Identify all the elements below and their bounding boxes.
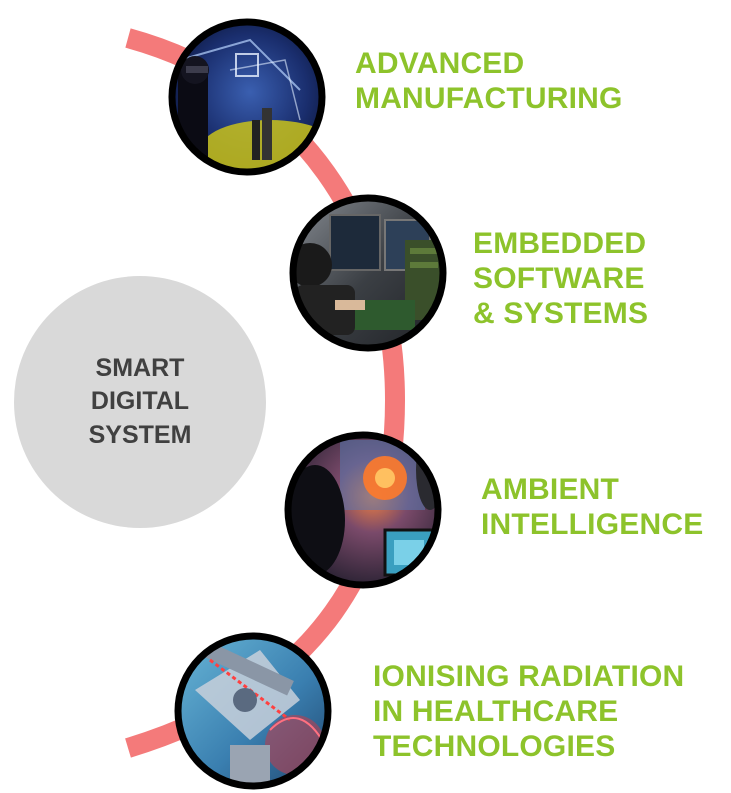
center-line: SMART xyxy=(95,354,185,383)
label-line: IN HEALTHCARE xyxy=(373,695,619,729)
label-line: IONISING RADIATION xyxy=(373,660,685,693)
label-ionising-radiation: IONISING RADIATION IN HEALTHCARE TECHNOL… xyxy=(373,659,684,764)
label-line: INTELLIGENCE xyxy=(481,508,704,542)
electronics-workbench-image xyxy=(289,194,447,352)
center-line: SYSTEM xyxy=(88,420,192,449)
label-line: & SYSTEMS xyxy=(473,297,649,331)
label-line: TECHNOLOGIES xyxy=(373,730,616,764)
label-line: AMBIENT xyxy=(481,473,620,506)
center-line: DIGITAL xyxy=(90,387,190,416)
label-line: ADVANCED xyxy=(355,47,525,80)
label-line: EMBEDDED xyxy=(473,227,647,260)
center-concept-circle: SMART DIGITAL SYSTEM xyxy=(14,276,266,528)
label-ambient-intelligence: AMBIENT INTELLIGENCE xyxy=(481,472,703,542)
center-concept-title: SMART DIGITAL SYSTEM xyxy=(89,352,192,452)
label-line: SOFTWARE xyxy=(473,262,645,296)
label-embedded-software: EMBEDDED SOFTWARE & SYSTEMS xyxy=(473,226,648,331)
label-advanced-manufacturing: ADVANCED MANUFACTURING xyxy=(355,46,623,116)
label-line: MANUFACTURING xyxy=(355,82,623,116)
medical-robot-image xyxy=(174,632,332,790)
interactive-display-image xyxy=(284,431,442,589)
